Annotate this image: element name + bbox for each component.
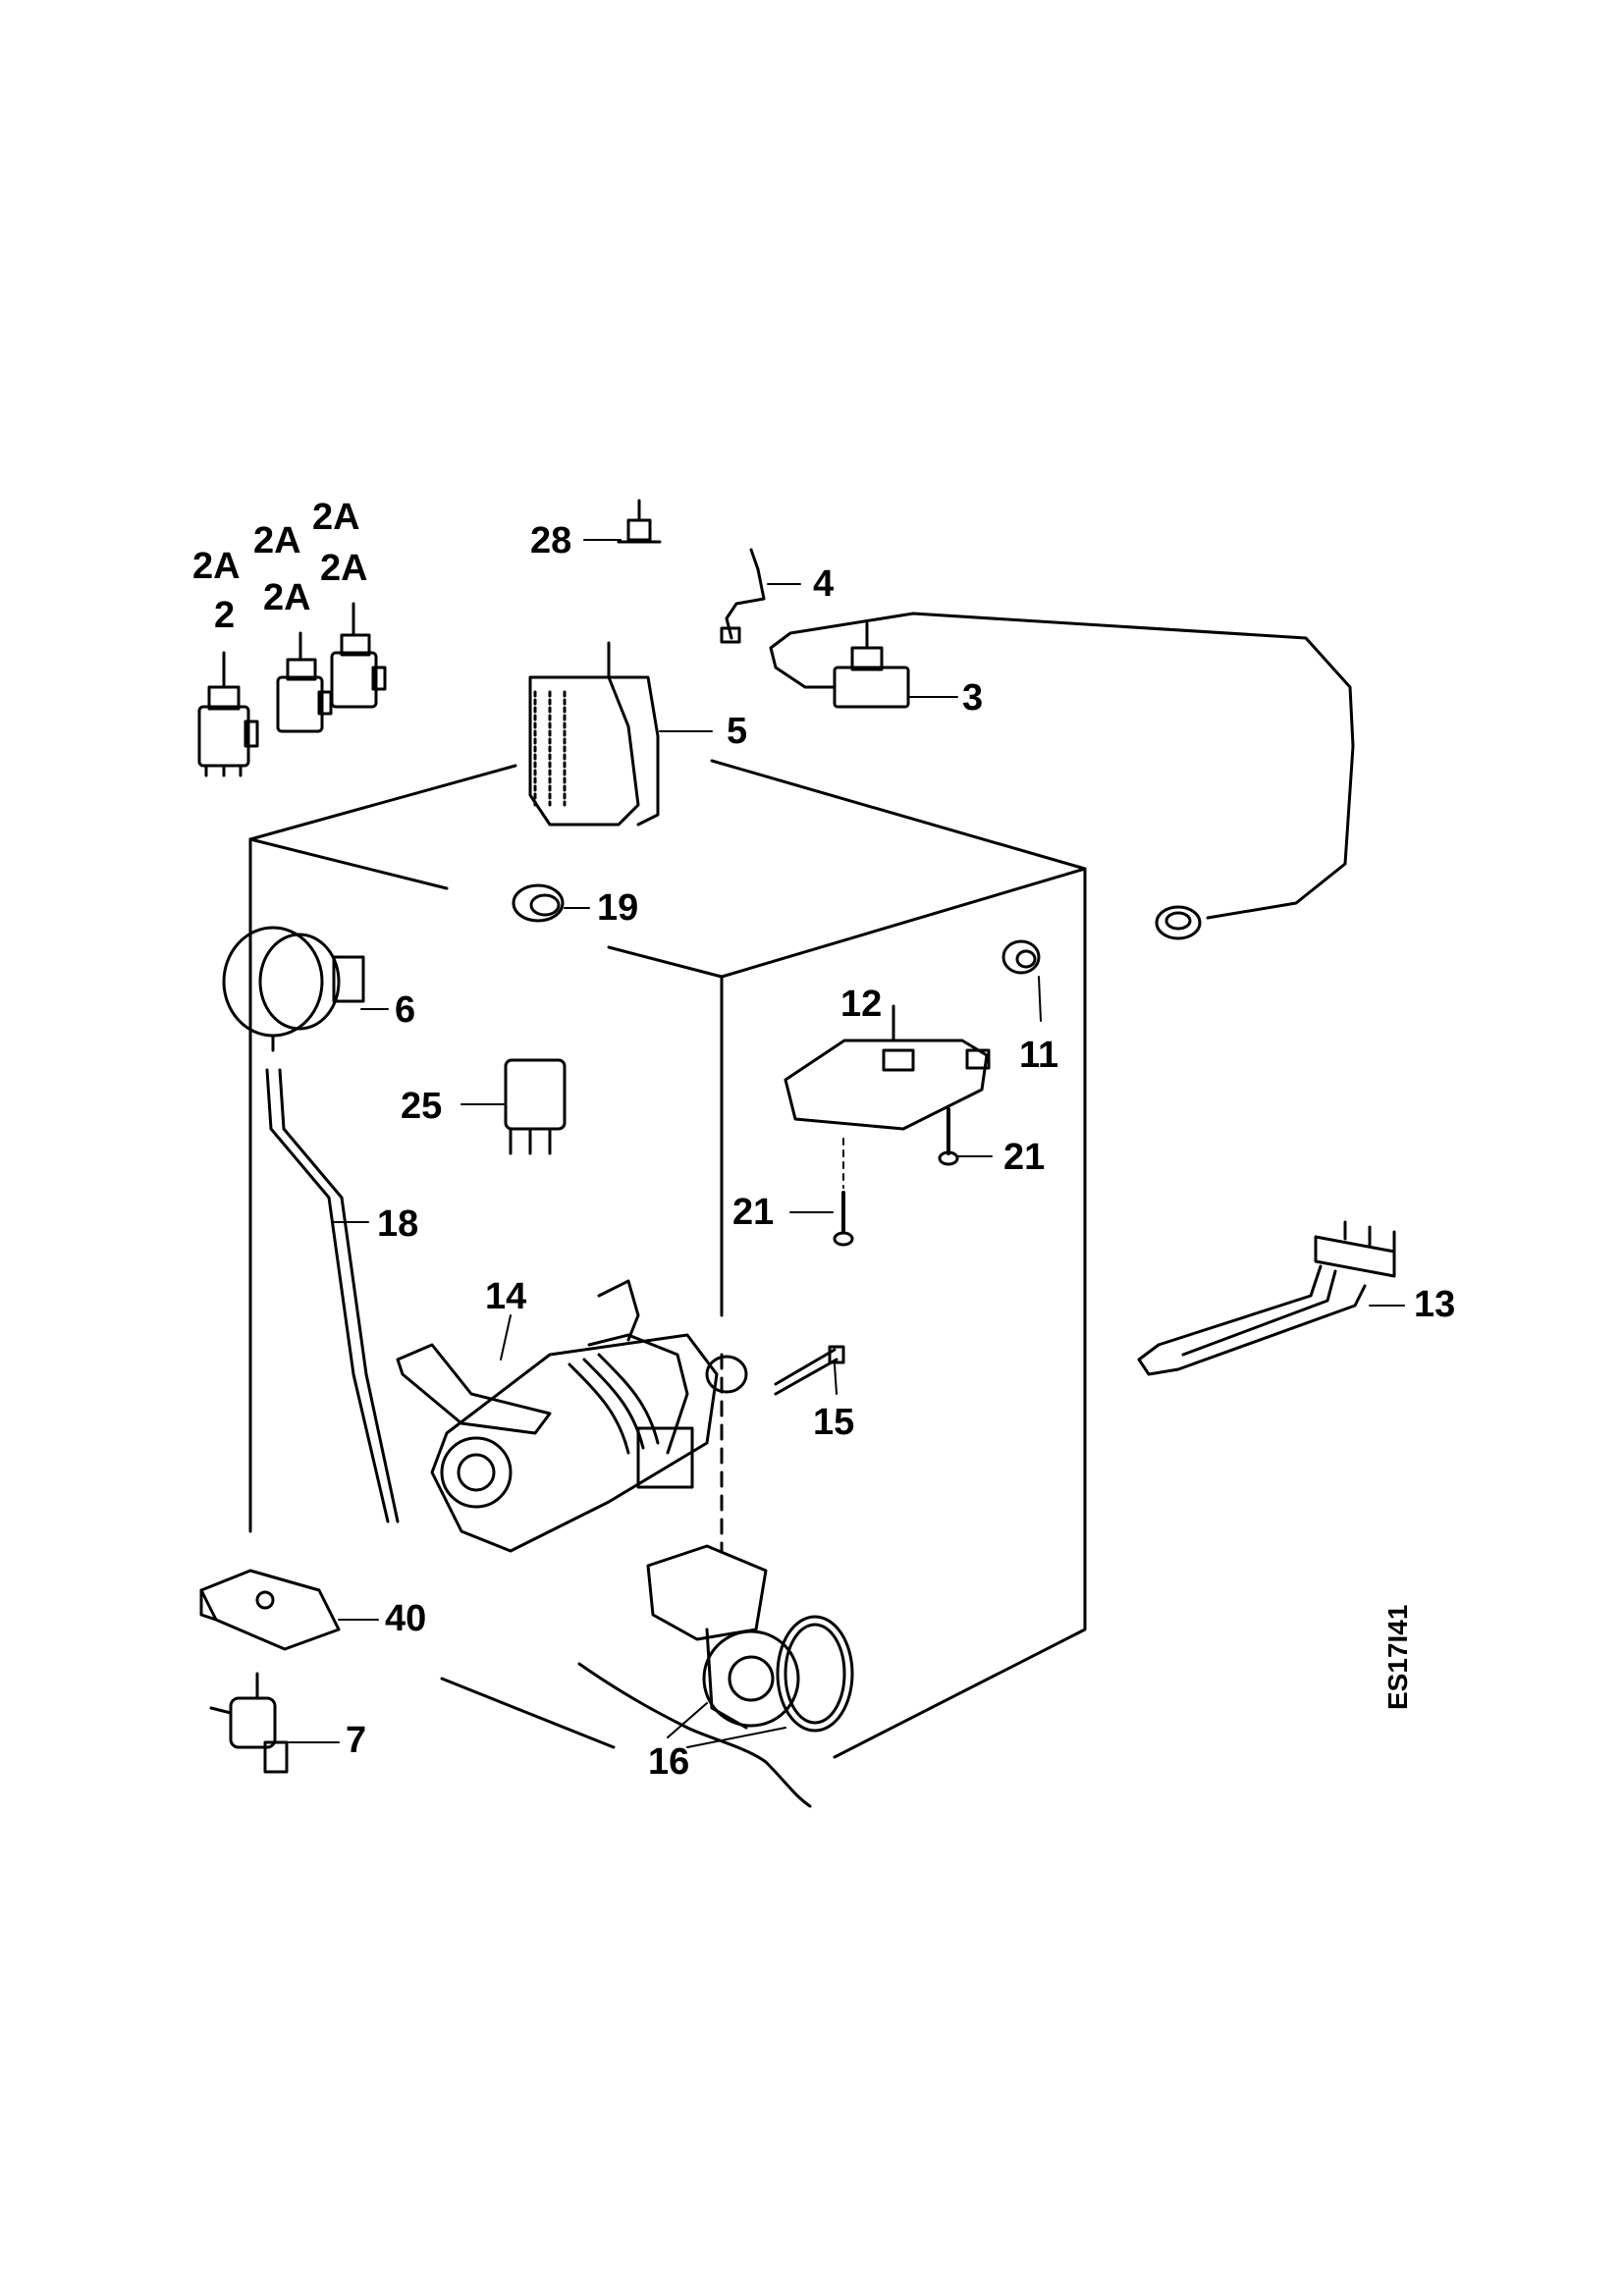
pump-16	[577, 1544, 854, 1808]
label-25: 25	[401, 1086, 443, 1127]
label-13: 13	[1414, 1284, 1456, 1325]
bushing-11	[1001, 939, 1041, 975]
pressure-switch-6	[222, 926, 365, 1052]
label-16: 16	[648, 1741, 690, 1783]
switch-2a-1	[276, 631, 333, 733]
label-11: 11	[1019, 1035, 1059, 1076]
switch-2	[197, 651, 259, 777]
label-28: 28	[530, 520, 572, 561]
label-21-left: 21	[732, 1192, 775, 1233]
label-4: 4	[813, 563, 835, 605]
label-12: 12	[840, 984, 883, 1025]
label-2: 2	[214, 595, 236, 636]
cabinet-outline	[248, 759, 1087, 1759]
label-15: 15	[813, 1402, 855, 1443]
label-19: 19	[597, 887, 639, 929]
grommet-19	[512, 883, 565, 923]
label-18: 18	[377, 1203, 419, 1245]
wire-4	[720, 548, 766, 644]
bracket-40	[199, 1569, 341, 1651]
valve-7	[209, 1672, 289, 1774]
door-lock-12	[784, 1004, 991, 1131]
bolt-15	[774, 1345, 845, 1396]
switch-2a-2	[330, 602, 387, 709]
motor-14	[396, 1279, 748, 1553]
label-3: 3	[962, 677, 984, 719]
label-2a-left: 2A	[192, 546, 241, 587]
label-6: 6	[395, 989, 416, 1031]
label-5: 5	[727, 711, 748, 752]
hose-18	[265, 1068, 400, 1523]
label-40: 40	[385, 1598, 427, 1639]
label-2a-top: 2A	[312, 497, 360, 538]
screw-21-b	[833, 1138, 854, 1247]
label-14: 14	[485, 1276, 527, 1317]
module-5	[528, 641, 660, 827]
screw-21-a	[938, 1107, 959, 1166]
thermostat-3	[769, 612, 1355, 940]
heater-13	[1137, 1220, 1396, 1376]
label-2a-right: 2A	[320, 548, 368, 589]
label-2a-lower: 2A	[263, 577, 311, 618]
label-7: 7	[346, 1720, 367, 1761]
label-21-right: 21	[1003, 1137, 1046, 1178]
sensor-28	[617, 499, 662, 544]
drawing-code: ES17I41	[1382, 1604, 1413, 1710]
relay-25	[504, 1058, 567, 1155]
label-2a-center: 2A	[253, 520, 301, 561]
